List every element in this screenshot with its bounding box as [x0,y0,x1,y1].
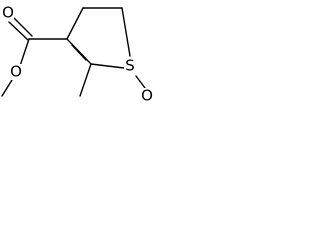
atom-carbonyl-oxygen: O [2,4,14,22]
atom-labels: O O S O [2,4,153,105]
bond-ring-s-c2 [90,63,125,69]
bond-carbonyl-double-a [8,21,29,41]
label-bg-ester-oxygen [10,64,22,80]
atom-ring-sulfur: S [125,57,135,75]
chemical-structure-diagram: O O S O [1,4,153,105]
bond-carbonyl-double-b [13,17,33,37]
label-bg-carbonyl-oxygen [2,5,14,21]
atom-sulfoxide-oxygen: O [141,87,153,105]
bond-ring-c5-s [121,7,131,57]
label-bg-ring-sulfur [124,57,137,74]
atom-ester-oxygen: O [10,63,22,81]
bond-ring-c3-c4 [66,7,84,40]
bond-ring-c2-c3-inner [71,44,87,61]
label-bg-sulfoxide-oxygen [141,88,153,104]
bond-sulfoxide [135,75,146,89]
bond-carbonyl-ester [19,38,30,67]
bonds [1,7,146,97]
bond-c2-methyl [79,63,92,97]
bond-ester-methyl [1,79,13,97]
